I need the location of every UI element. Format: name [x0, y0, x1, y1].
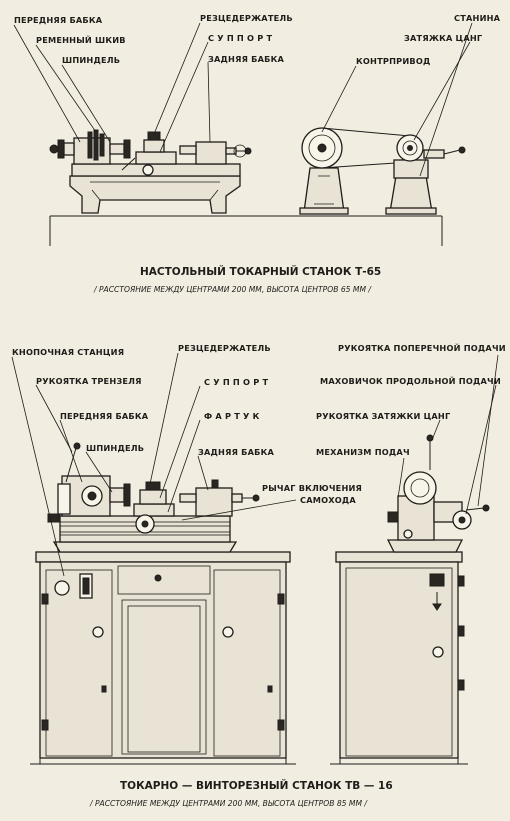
label-spindle-2: ШПИНДЕЛЬ [86, 443, 144, 453]
label-spindle: ШПИНДЕЛЬ [62, 55, 120, 65]
bottom-leaders [11, 352, 499, 577]
label-push-button-station: КНОПОЧНАЯ СТАНЦИЯ [12, 347, 124, 357]
label-tool-holder-2: РЕЗЦЕДЕРЖАТЕЛЬ [178, 343, 271, 353]
label-feed-mechanism: МЕХАНИЗМ ПОДАЧ [316, 447, 410, 457]
label-tumbler-handle: РУКОЯТКА ТРЕНЗЕЛЯ [36, 376, 142, 386]
label-headstock: ПЕРЕДНЯЯ БАБКА [14, 15, 103, 25]
top-figure: ПЕРЕДНЯЯ БАБКА РЕМЕННЫЙ ШКИВ ШПИНДЕЛЬ РЕ… [13, 13, 501, 294]
label-belt-pulley: РЕМЕННЫЙ ШКИВ [36, 34, 126, 45]
tv16-side-cabinet [330, 551, 468, 765]
tv16-front-view [47, 442, 260, 553]
top-bench [49, 215, 443, 246]
bottom-subcaption: / РАССТОЯНИЕ МЕЖДУ ЦЕНТРАМИ 200 ММ, ВЫСО… [89, 799, 368, 808]
tv16-side-view [386, 434, 490, 553]
label-carriage-2: С У П П О Р Т [204, 377, 268, 387]
label-apron: Ф А Р Т У К [204, 411, 260, 421]
top-leaders [13, 22, 473, 177]
label-cross-feed-handle: РУКОЯТКА ПОПЕРЕЧНОЙ ПОДАЧИ [338, 342, 506, 353]
label-collet-handle: РУКОЯТКА ЗАТЯЖКИ ЦАНГ [316, 411, 450, 421]
bottom-figure: КНОПОЧНАЯ СТАНЦИЯ РУКОЯТКА ТРЕНЗЕЛЯ ПЕРЕ… [11, 342, 506, 808]
label-tailstock: ЗАДНЯЯ БАБКА [208, 54, 284, 64]
label-feed-lever-2: САМОХОДА [300, 495, 356, 505]
bottom-caption: ТОКАРНО — ВИНТОРЕЗНЫЙ СТАНОК ТВ — 16 [120, 779, 393, 792]
label-tailstock-2: ЗАДНЯЯ БАБКА [198, 447, 274, 457]
bottom-labels: КНОПОЧНАЯ СТАНЦИЯ РУКОЯТКА ТРЕНЗЕЛЯ ПЕРЕ… [12, 342, 506, 505]
top-caption: НАСТОЛЬНЫЙ ТОКАРНЫЙ СТАНОК Т-65 [140, 265, 381, 278]
label-feed-lever-1: РЫЧАГ ВКЛЮЧЕНИЯ [262, 483, 362, 493]
label-bed: СТАНИНА [454, 13, 501, 23]
label-headstock-2: ПЕРЕДНЯЯ БАБКА [60, 411, 149, 421]
t65-side-view [299, 127, 466, 215]
top-subcaption: / РАССТОЯНИЕ МЕЖДУ ЦЕНТРАМИ 200 ММ, ВЫСО… [93, 285, 372, 294]
top-labels: ПЕРЕДНЯЯ БАБКА РЕМЕННЫЙ ШКИВ ШПИНДЕЛЬ РЕ… [14, 13, 501, 66]
tv16-cabinet [30, 551, 296, 765]
label-tool-holder: РЕЗЦЕДЕРЖАТЕЛЬ [200, 13, 293, 23]
label-carriage: С У П П О Р Т [208, 33, 272, 43]
label-collet-tightener: ЗАТЯЖКА ЦАНГ [404, 33, 482, 43]
label-countershaft: КОНТРПРИВОД [356, 56, 431, 66]
label-longitudinal-handwheel: МАХОВИЧОК ПРОДОЛЬНОЙ ПОДАЧИ [320, 375, 501, 386]
t65-front-view [49, 129, 252, 214]
